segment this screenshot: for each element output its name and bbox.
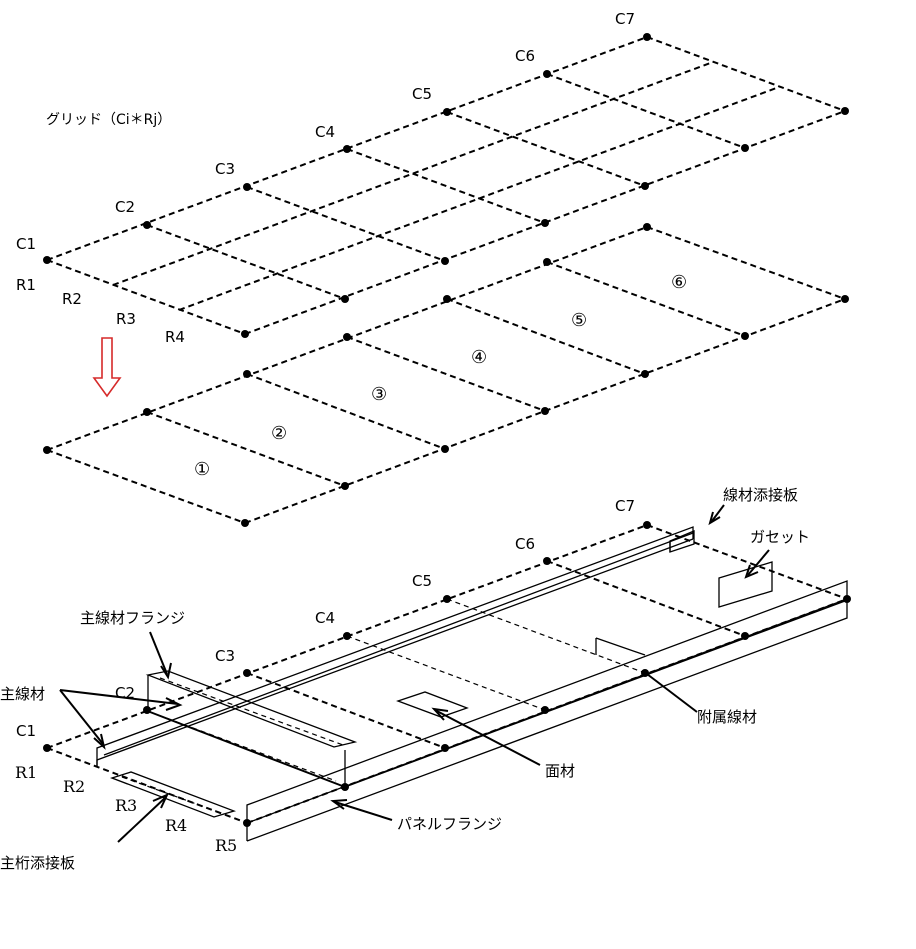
bottom-column-label-c1: C1: [16, 722, 36, 740]
bottom-row-label-r2: R2: [63, 777, 85, 796]
panel-nodes: [43, 223, 849, 527]
top-column-label-c2: C2: [115, 198, 135, 216]
top-row-label-r2: R2: [62, 290, 82, 308]
bottom-column-label-c3: C3: [215, 647, 235, 665]
panel-label-2: ②: [271, 423, 287, 444]
member-layout: C1 C2 C3 C4 C5 C6 C7 R1 R2 R3 R4 R5: [15, 497, 851, 855]
bottom-column-label-c5: C5: [412, 572, 432, 590]
panel-layout: ① ② ③ ④ ⑤ ⑥: [43, 223, 849, 527]
bottom-row-label-r1: R1: [15, 763, 37, 782]
callout-panel-flange: パネルフランジ: [397, 815, 502, 833]
member-nodes: [43, 521, 851, 827]
bottom-row-label-r5: R5: [215, 836, 237, 855]
down-arrow-icon: [92, 337, 122, 398]
top-column-label-c1: C1: [16, 235, 36, 253]
callout-main-chord-flange: 主線材フランジ: [80, 609, 185, 627]
panel-label-3: ③: [371, 384, 387, 405]
bottom-row-label-r4: R4: [165, 816, 187, 835]
bottom-column-label-c7: C7: [615, 497, 635, 515]
callouts: 主線材フランジ 主線材 主桁添接板 線材添接板 ガセット 附属線材 面材 パネル…: [0, 486, 810, 872]
bottom-column-label-c4: C4: [315, 609, 335, 627]
panel-label-5: ⑤: [571, 310, 587, 331]
top-row-label-r4: R4: [165, 328, 185, 346]
panel-label-1: ①: [194, 459, 210, 480]
callout-chord-splice: 線材添接板: [723, 486, 798, 504]
bottom-row-label-r3: R3: [115, 796, 137, 815]
grid-caption: グリッド（Ci＊Rj）: [46, 112, 171, 128]
top-row-label-r1: R1: [16, 276, 36, 294]
top-grid-nodes: [43, 33, 849, 338]
top-column-label-c4: C4: [315, 123, 335, 141]
top-row-label-r3: R3: [116, 310, 136, 328]
callout-main-chord: 主線材: [0, 685, 45, 703]
top-grid: グリッド（Ci＊Rj） C1 C2 C3 C4 C5 C6 C7 R1 R2 R…: [16, 10, 849, 346]
callout-surface-member: 面材: [545, 762, 575, 780]
callout-gusset: ガセット: [750, 528, 810, 546]
top-column-label-c5: C5: [412, 85, 432, 103]
panel-label-6: ⑥: [671, 272, 687, 293]
callout-main-girder-splice: 主桁添接板: [0, 854, 75, 872]
callout-auxiliary-member: 附属線材: [697, 708, 757, 726]
top-column-label-c7: C7: [615, 10, 635, 28]
top-column-label-c3: C3: [215, 160, 235, 178]
panel-label-4: ④: [471, 347, 487, 368]
bottom-column-label-c6: C6: [515, 535, 535, 553]
top-column-label-c6: C6: [515, 47, 535, 65]
